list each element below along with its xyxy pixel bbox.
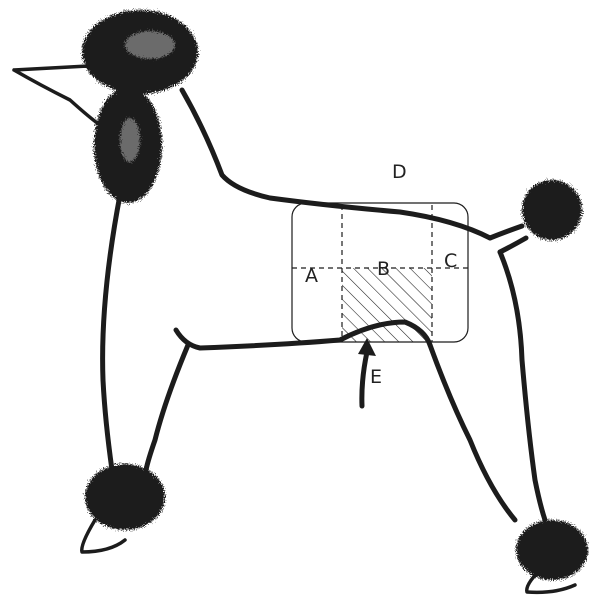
- label-c: C: [444, 250, 457, 272]
- label-d: D: [392, 161, 407, 183]
- eye: [90, 70, 95, 75]
- label-e: E: [370, 366, 382, 388]
- label-a: A: [305, 265, 318, 287]
- label-b: B: [377, 258, 390, 280]
